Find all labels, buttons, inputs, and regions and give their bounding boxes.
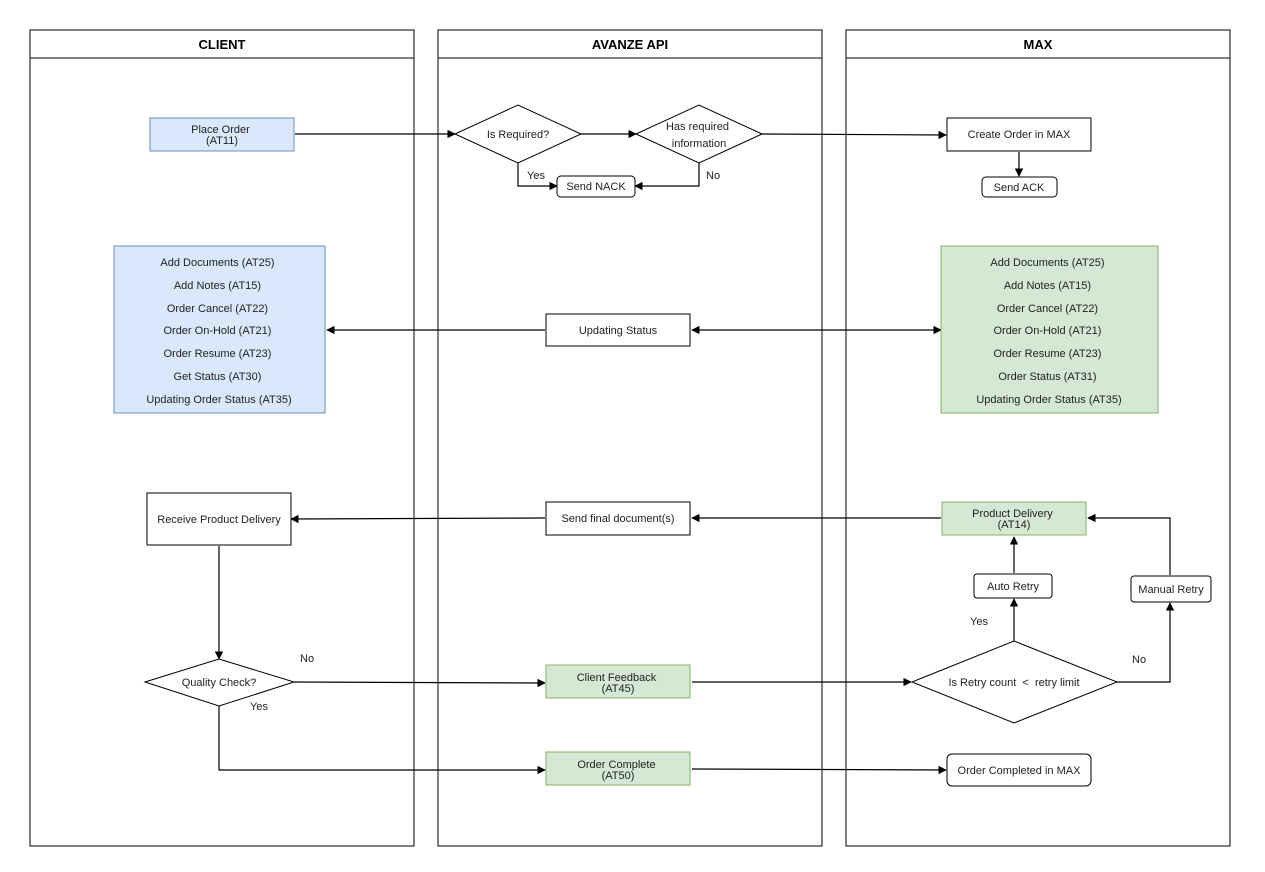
lane-max: MAX <box>845 29 1231 847</box>
node-client-actions-label: Add Documents (AT25) Add Notes (AT15) Or… <box>146 257 291 406</box>
node-order-complete: Order Complete (AT50) <box>545 751 691 786</box>
edge-manual-retry-to-product-delivery <box>1087 513 1171 575</box>
node-auto-retry-label: Auto Retry <box>987 581 1039 593</box>
edge-is-required-yes-to-nack <box>517 162 558 191</box>
client-action-item: Updating Order Status (AT35) <box>146 394 291 406</box>
node-place-order-line-1: Place Order <box>191 124 250 136</box>
node-client-feedback-line-1: Client Feedback <box>577 672 657 684</box>
max-action-item: Order Cancel (AT22) <box>997 303 1098 315</box>
node-quality-check-label: Quality Check? <box>182 677 257 689</box>
client-action-item: Order On-Hold (AT21) <box>163 325 271 337</box>
edge-label-no-has-info: No <box>706 170 720 182</box>
node-send-final-docs-label: Send final document(s) <box>561 513 674 525</box>
edge-has-info-no-to-nack <box>634 162 700 191</box>
node-send-nack-label: Send NACK <box>566 181 626 193</box>
node-order-complete-line-1: Order Complete <box>577 759 655 771</box>
lane-api-title: AVANZE API <box>592 37 668 52</box>
max-action-item: Order Resume (AT23) <box>993 348 1101 360</box>
max-action-item: Order On-Hold (AT21) <box>993 325 1101 337</box>
node-place-order-label: Place Order (AT11) <box>191 124 253 147</box>
node-updating-status-label: Updating Status <box>579 325 658 337</box>
edge-retry-no-to-manual-retry <box>1117 602 1175 683</box>
edge-final-docs-to-receive <box>290 514 546 524</box>
node-is-required: Is Required? <box>453 104 583 164</box>
node-client-actions: Add Documents (AT25) Add Notes (AT15) Or… <box>113 245 326 414</box>
node-order-complete-label: Order Complete (AT50) <box>577 759 658 782</box>
edge-complete-to-max <box>691 765 947 775</box>
client-action-item: Order Cancel (AT22) <box>167 303 268 315</box>
node-product-delivery: Product Delivery (AT14) <box>941 501 1087 536</box>
node-order-completed-max-label: Order Completed in MAX <box>958 765 1082 777</box>
node-is-required-label: Is Required? <box>487 129 549 141</box>
client-action-item: Add Notes (AT15) <box>174 280 261 292</box>
node-has-required-info-line-2: information <box>672 138 726 150</box>
node-place-order-line-2: (AT11) <box>206 135 238 147</box>
node-retry-check-label: Is Retry count < retry limit <box>948 677 1079 689</box>
node-client-feedback: Client Feedback (AT45) <box>545 664 691 699</box>
edge-label-yes-retry: Yes <box>970 616 988 628</box>
node-quality-check: Quality Check? <box>143 658 296 707</box>
edge-label-yes-is-required: Yes <box>527 170 545 182</box>
node-has-required-info-label: Has required information <box>666 121 732 150</box>
node-has-required-info-line-1: Has required <box>666 121 729 133</box>
node-product-delivery-line-1: Product Delivery <box>972 508 1053 520</box>
node-send-ack: Send ACK <box>981 176 1058 198</box>
node-send-nack: Send NACK <box>556 175 636 198</box>
node-place-order: Place Order (AT11) <box>149 117 295 152</box>
lane-max-title: MAX <box>1024 37 1053 52</box>
max-action-item: Updating Order Status (AT35) <box>976 394 1121 406</box>
edges <box>214 129 1175 775</box>
node-has-required-info: Has required information <box>634 104 764 164</box>
max-action-item: Add Notes (AT15) <box>1004 280 1091 292</box>
node-updating-status: Updating Status <box>545 313 691 347</box>
edge-has-info-to-create-order <box>761 130 947 140</box>
node-create-order-max: Create Order in MAX <box>946 117 1092 152</box>
node-auto-retry: Auto Retry <box>973 573 1053 599</box>
node-max-actions-label: Add Documents (AT25) Add Notes (AT15) Or… <box>976 257 1121 406</box>
max-action-item: Add Documents (AT25) <box>990 257 1104 269</box>
node-send-final-docs: Send final document(s) <box>545 501 691 536</box>
node-create-order-max-label: Create Order in MAX <box>968 129 1071 141</box>
edge-label-no-retry: No <box>1132 654 1146 666</box>
node-client-feedback-line-2: (AT45) <box>602 683 635 695</box>
node-manual-retry-label: Manual Retry <box>1138 584 1204 596</box>
edge-label-yes-quality: Yes <box>250 701 268 713</box>
max-action-item: Order Status (AT31) <box>998 371 1096 383</box>
edge-quality-no-to-feedback <box>293 678 546 688</box>
node-product-delivery-line-2: (AT14) <box>998 519 1031 531</box>
client-action-item: Add Documents (AT25) <box>160 257 274 269</box>
client-action-item: Get Status (AT30) <box>174 371 262 383</box>
node-product-delivery-label: Product Delivery (AT14) <box>972 508 1056 531</box>
node-manual-retry: Manual Retry <box>1130 575 1212 603</box>
node-receive-delivery-label: Receive Product Delivery <box>157 514 281 526</box>
edge-labels: Yes No No Yes Yes No <box>250 170 1146 713</box>
node-order-completed-max: Order Completed in MAX <box>946 753 1092 787</box>
client-action-item: Order Resume (AT23) <box>163 348 271 360</box>
lane-client-title: CLIENT <box>199 37 246 52</box>
edge-quality-yes-to-complete <box>218 706 546 775</box>
node-client-feedback-label: Client Feedback (AT45) <box>577 672 660 695</box>
node-max-actions: Add Documents (AT25) Add Notes (AT15) Or… <box>940 245 1159 414</box>
lane-client: CLIENT <box>29 29 415 847</box>
edge-label-no-quality: No <box>300 653 314 665</box>
node-receive-delivery: Receive Product Delivery <box>146 492 292 546</box>
node-order-complete-line-2: (AT50) <box>602 770 635 782</box>
node-send-ack-label: Send ACK <box>994 182 1045 194</box>
node-retry-check: Is Retry count < retry limit <box>910 640 1119 724</box>
lane-api: AVANZE API <box>437 29 823 847</box>
